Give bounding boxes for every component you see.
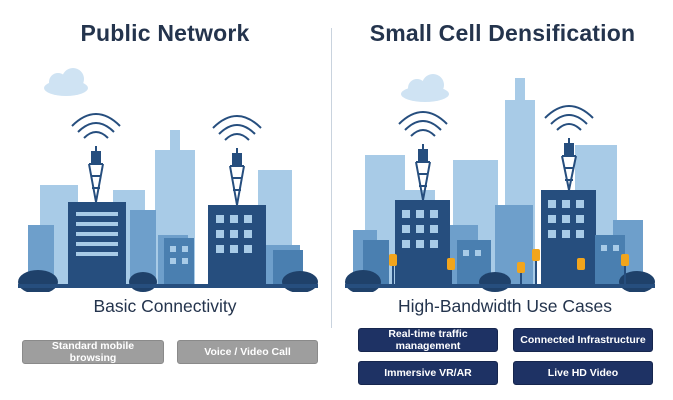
left-panel-subtitle: Basic Connectivity [93, 296, 237, 316]
cell-tower-icon [212, 115, 262, 206]
small-cell-icon [621, 254, 629, 285]
cell-tower-icon [71, 113, 121, 203]
right-panel-subtitle: High-Bandwidth Use Cases [398, 296, 612, 316]
public-network-city-illustration [18, 68, 318, 292]
cloud-icon [401, 74, 449, 102]
use-case-connected-infrastructure: Connected Infrastructure [513, 328, 653, 352]
small-cell-icon [577, 258, 585, 285]
small-cell-icon [389, 254, 397, 285]
use-case-immersive-vr-ar: Immersive VR/AR [358, 361, 498, 385]
small-cell-icon [532, 249, 540, 285]
small-cell-icon [517, 262, 525, 285]
cell-tower-icon [544, 105, 594, 191]
panel-divider [331, 28, 332, 328]
small-cell-city-illustration [345, 74, 655, 292]
right-panel-title: Small Cell Densification [369, 20, 636, 46]
use-case-standard-browsing: Standard mobile browsing [22, 340, 164, 364]
cloud-icon [44, 68, 88, 96]
cell-tower-icon [398, 111, 448, 201]
use-case-traffic-management: Real-time traffic management [358, 328, 498, 352]
use-case-voice-video-call: Voice / Video Call [177, 340, 318, 364]
small-cell-icon [447, 258, 455, 285]
use-case-live-hd-video: Live HD Video [513, 361, 653, 385]
left-panel-title: Public Network [80, 20, 250, 46]
